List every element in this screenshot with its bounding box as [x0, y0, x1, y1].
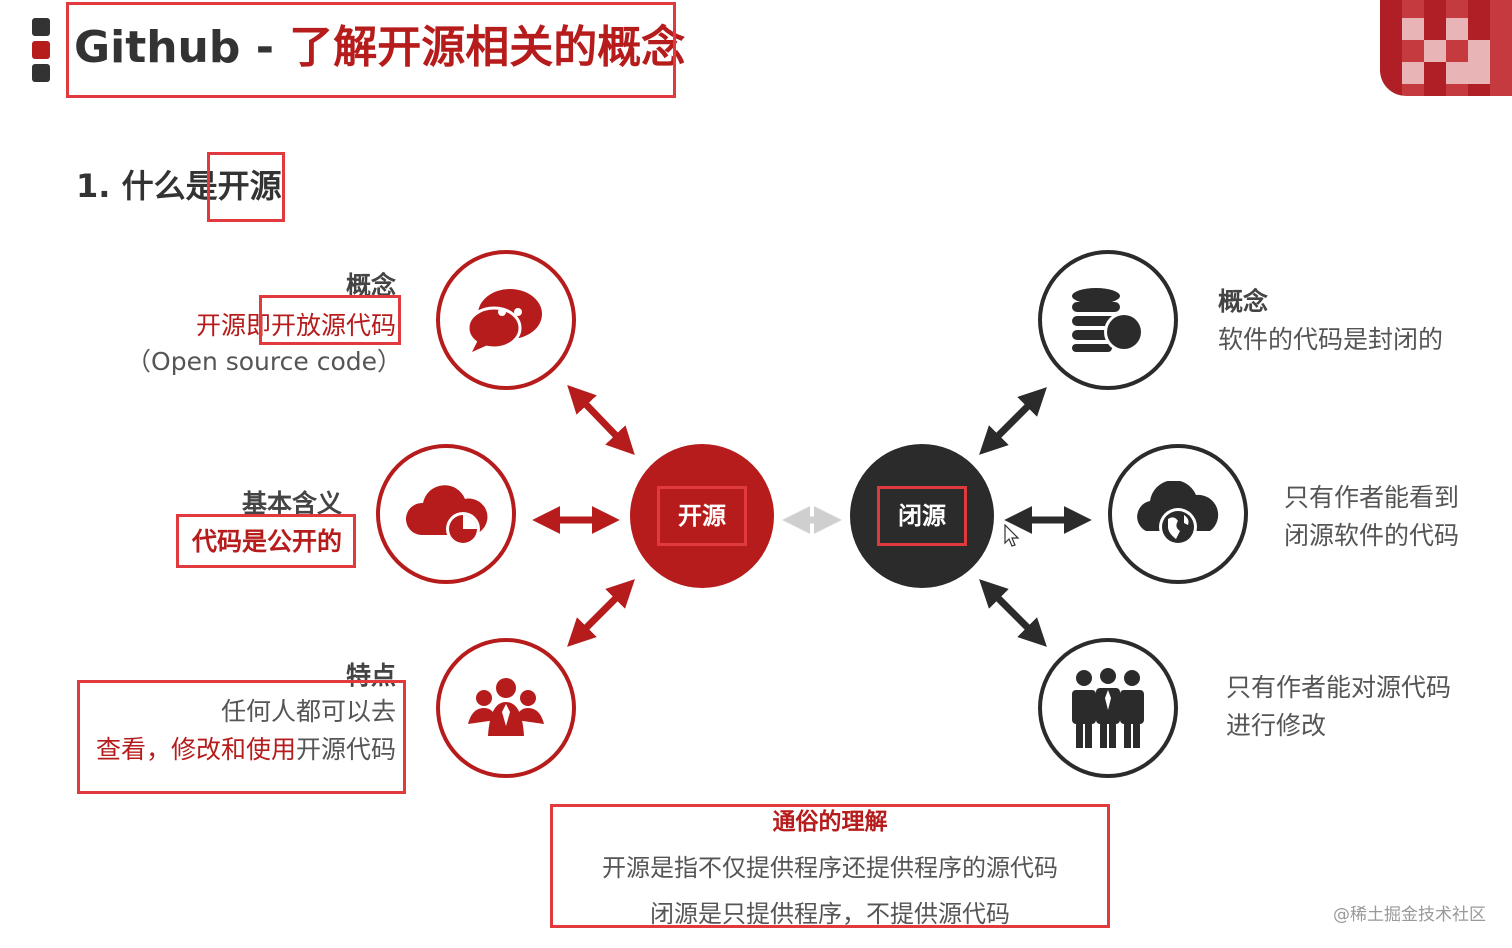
open-source-hub-label: 开源 — [657, 486, 747, 546]
cloud-pie-chart-icon — [405, 485, 488, 546]
closed-modify-line2: 进行修改 — [1226, 711, 1327, 740]
summary-heading: 通俗的理解 — [772, 809, 888, 835]
summary-line1: 开源是指不仅提供程序还提供程序的源代码 — [602, 854, 1058, 882]
closed-source-hub-label: 闭源 — [877, 486, 967, 546]
business-team-icon — [1072, 668, 1144, 748]
closed-visibility-line2: 闭源软件的代码 — [1284, 521, 1460, 550]
closed-concept-text: 软件的代码是封闭的 — [1218, 325, 1444, 354]
closed-concept-heading: 概念 — [1218, 287, 1269, 316]
open-feature-circle — [436, 638, 576, 778]
closed-visibility-circle — [1108, 444, 1248, 584]
open-concept-line1: 开源即开放源代码 — [195, 311, 396, 340]
open-feature-highlight-box — [77, 680, 406, 794]
closed-source-hub: 闭源 — [850, 444, 994, 588]
closed-modify-line1: 只有作者能对源代码 — [1226, 673, 1452, 702]
title-bullet-bar — [32, 18, 52, 82]
open-feature-heading: 特点 — [345, 661, 396, 690]
open-feature-line2: 查看，修改和使用开源代码 — [95, 735, 396, 764]
people-group-icon — [468, 678, 544, 736]
open-source-arrows — [532, 384, 635, 647]
open-concept-highlight-box — [259, 295, 401, 345]
page-title: Github - 了解开源相关的概念 — [74, 22, 686, 73]
chat-bubbles-icon — [466, 289, 542, 352]
open-concept-circle — [436, 250, 576, 390]
presenter-video-thumbnail — [1380, 0, 1512, 96]
open-feature-line1: 任何人都可以去 — [220, 697, 396, 726]
open-meaning-text: 代码是公开的 — [191, 527, 342, 556]
database-coins-icon — [1072, 288, 1144, 352]
closed-visibility-line1: 只有作者能看到 — [1284, 483, 1460, 512]
closed-modify-circle — [1038, 638, 1178, 778]
summary-box — [550, 804, 1110, 928]
open-source-hub: 开源 — [630, 444, 774, 588]
title-highlight-box — [66, 2, 676, 98]
open-concept-line2: （Open source code） — [126, 347, 402, 376]
watermark: @稀土掘金技术社区 — [1333, 905, 1486, 925]
section-highlight-box — [207, 152, 285, 222]
closed-concept-circle — [1038, 250, 1178, 390]
summary-line2: 闭源是只提供程序，不提供源代码 — [650, 900, 1010, 928]
open-meaning-heading: 基本含义 — [241, 489, 342, 518]
open-meaning-highlight-box — [176, 514, 356, 568]
closed-source-arrows — [979, 387, 1092, 647]
section-title: 1. 什么是开源 — [76, 167, 282, 205]
open-meaning-circle — [376, 444, 516, 584]
cloud-globe-icon — [1137, 481, 1219, 546]
mouse-cursor-icon — [1004, 524, 1020, 547]
